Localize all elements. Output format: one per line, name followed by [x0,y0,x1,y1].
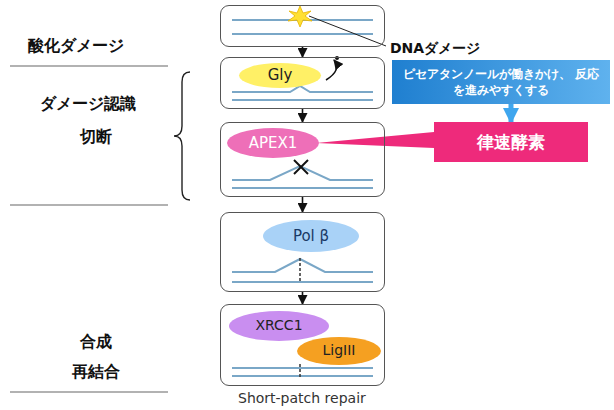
step-box: Gly [220,57,385,109]
step-box: APEX1 [220,122,385,197]
step-arrow [302,197,304,212]
enzyme-ellipse: LigIII [297,337,381,365]
stage-label: 再結合 [72,362,120,383]
stage-label: 酸化ダメージ [28,36,124,57]
enzyme-name: Gly [268,67,293,84]
enzyme-name: XRCC1 [255,318,302,333]
enzyme-name: LigIII [323,343,356,358]
callout-text: ピセアタンノールが働きかけ、 反応を進みやすくする [402,66,600,98]
enzyme-ellipse: XRCC1 [229,311,329,341]
enzyme-ellipse: Pol β [263,220,359,252]
step-box: XRCC1LigIII [220,304,385,386]
stage-label: ダメージ認識 [40,94,136,115]
step-arrow [302,47,304,57]
enzyme-ellipse: APEX1 [227,128,319,158]
callout-label: DNAダメージ [390,40,480,58]
damage-star [288,6,312,27]
separator-lines [10,66,168,392]
curved-arrow [326,60,337,80]
step-box [220,5,385,47]
stage-label: 切断 [80,127,112,148]
curly-bracket [174,72,190,200]
leader-line [309,16,386,46]
callout-text: 律速酵素 [477,133,545,152]
stage-label: 合成 [80,332,112,353]
step-arrow [302,109,304,122]
step-box: Pol β [220,212,385,292]
rate-limiting-label: 律速酵素 [434,122,588,162]
step-arrow [302,292,304,304]
cut-mark [294,160,308,174]
gap-mark [299,258,301,283]
enzyme-name: Pol β [293,228,329,245]
enzyme-ellipse: Gly [239,63,321,88]
nick-mark [299,364,301,378]
caption: Short-patch repair [238,390,366,406]
callout-wedge [316,132,434,148]
effect-arrow [509,104,514,122]
enzyme-name: APEX1 [249,135,298,152]
note-callout: ピセアタンノールが働きかけ、 反応を進みやすくする [392,60,610,104]
